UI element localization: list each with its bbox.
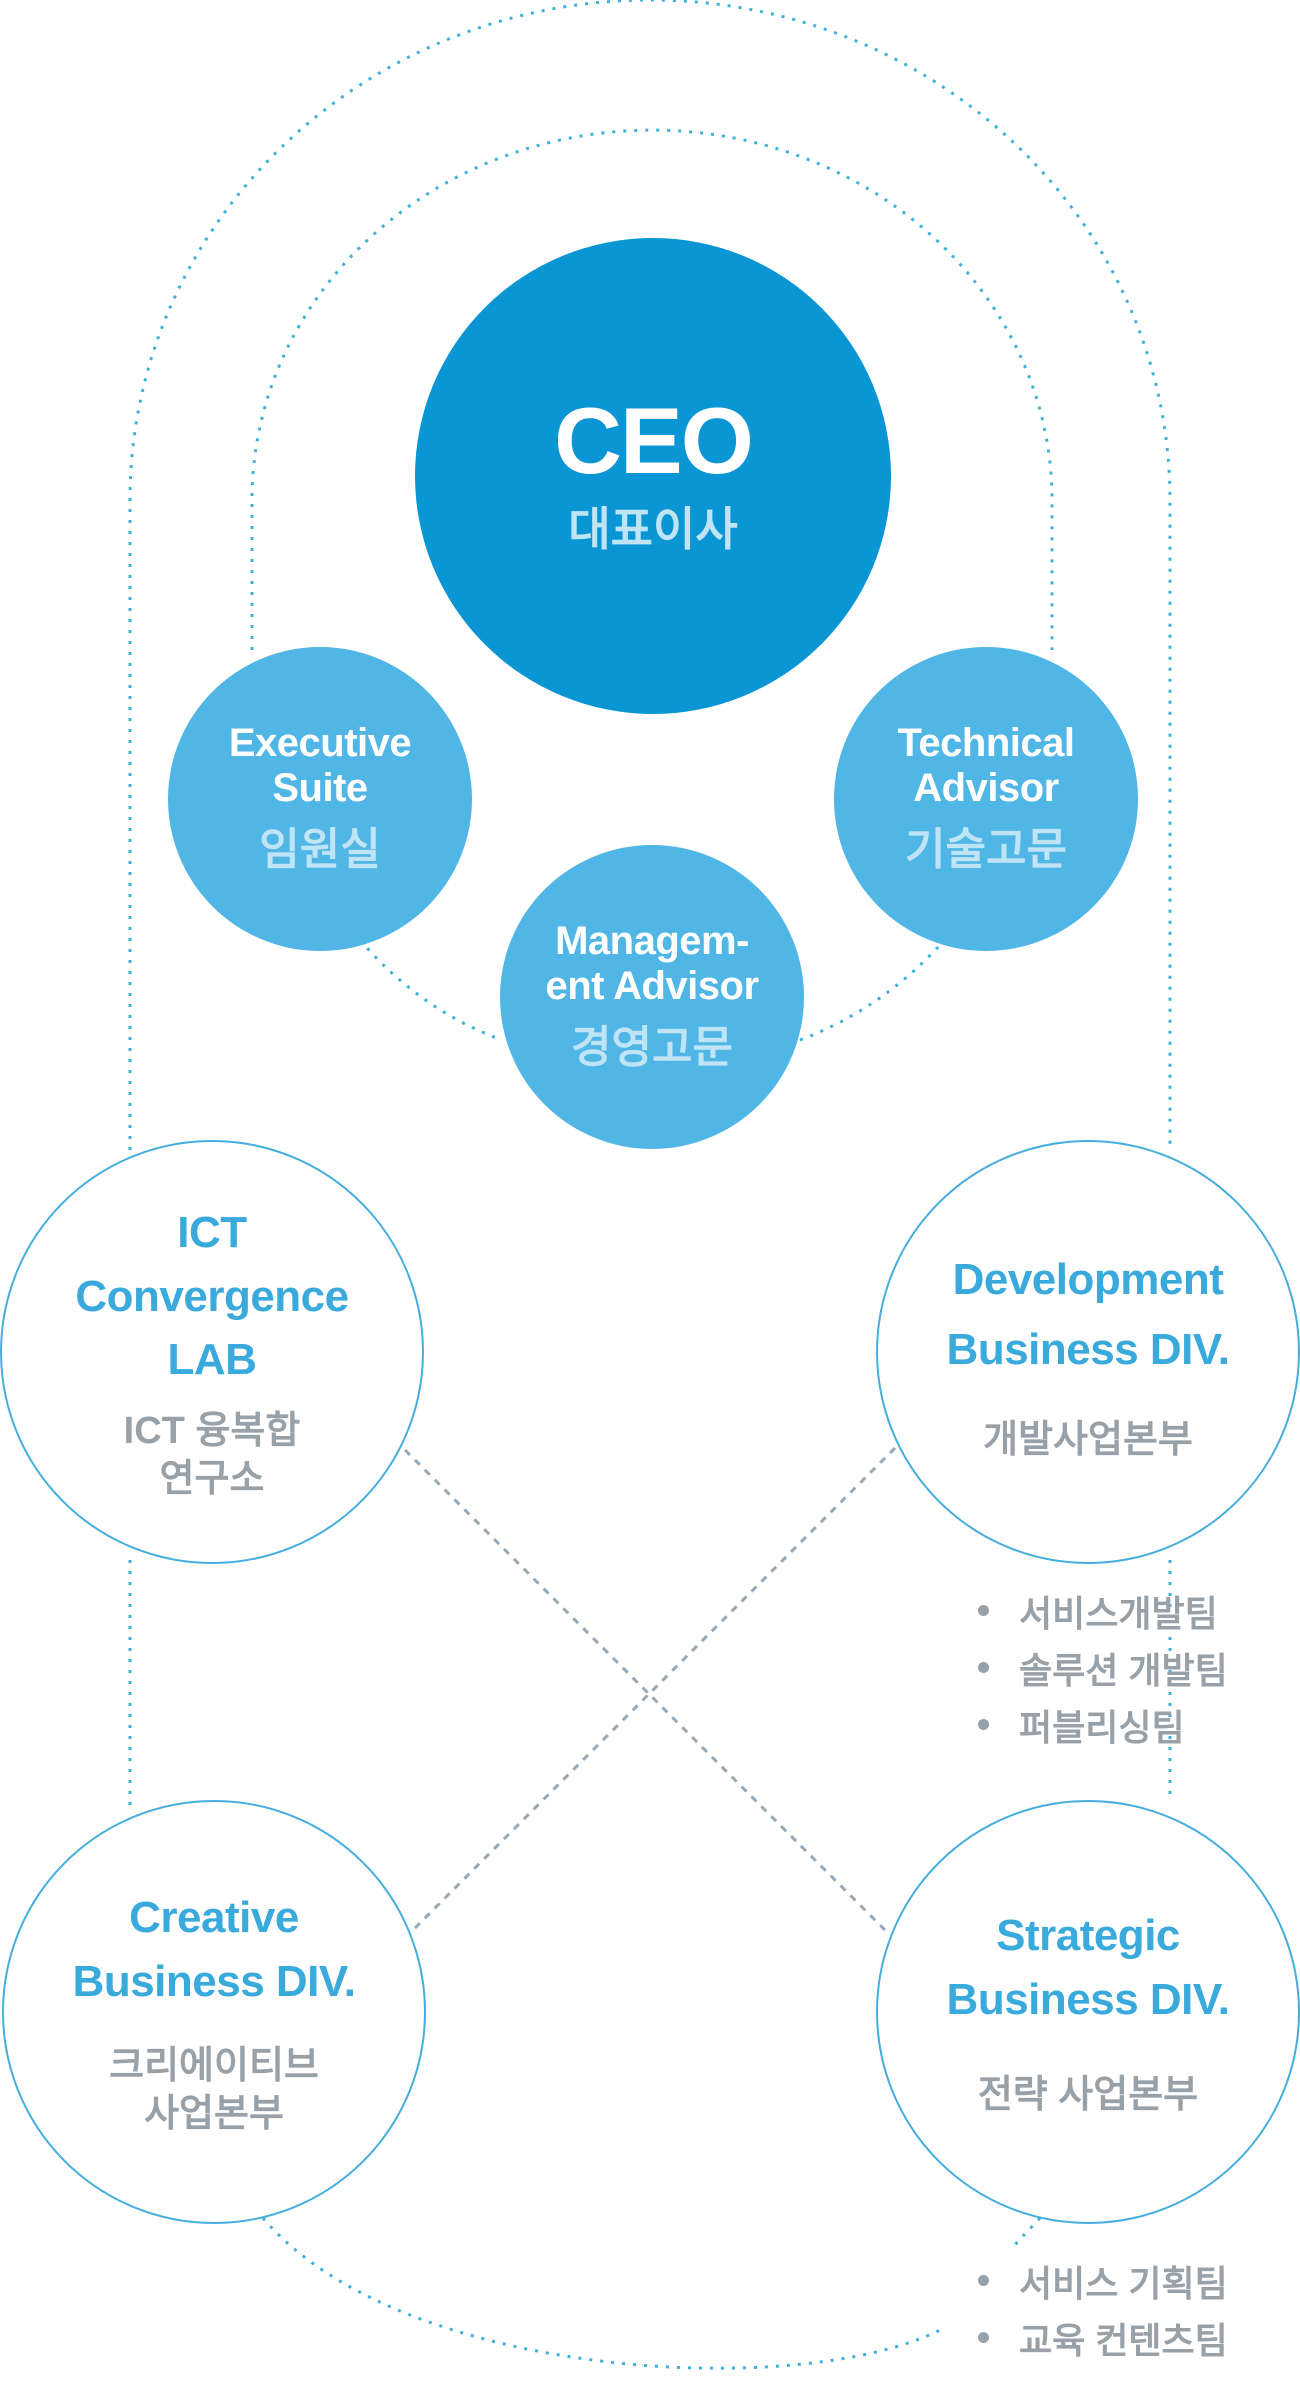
team-label: 퍼블리싱팀 [1019,1706,1185,1748]
creative-div-line1: Creative [129,1892,299,1942]
creative-div-korean-line1: 크리에이티브 [109,2045,319,2088]
executive-suite-korean: 임원실 [259,825,381,875]
technical-advisor-node: Technical Advisor 기술고문 [834,647,1138,951]
strategic-team-list: 서비스 기획팀 교육 컨텐츠팀 [978,2252,1228,2366]
development-team-list: 서비스개발팀 솔루션 개발팀 퍼블리싱팀 [978,1582,1228,1753]
team-label: 교육 컨텐츠팀 [1019,2319,1228,2361]
bullet-icon [978,1719,989,1730]
creative-div-line2: Business DIV. [72,1956,356,2006]
ceo-node: CEO 대표이사 [415,238,891,714]
list-item: 서비스개발팀 [978,1582,1228,1639]
executive-suite-line1: Executive [228,720,412,765]
team-label: 서비스개발팀 [1019,1592,1218,1634]
strategic-div-korean: 전략 사업본부 [977,2074,1199,2117]
ict-convergence-lab-node: ICT Convergence LAB ICT 융복합 연구소 [0,1140,424,1564]
ict-lab-korean-line1: ICT 융복합 [123,1410,301,1453]
technical-advisor-korean: 기술고문 [905,825,1067,875]
outer-loop-bottom-right [1008,2216,1042,2252]
ict-lab-line3: LAB [167,1335,257,1385]
executive-suite-node: Executive Suite 임원실 [168,647,472,951]
list-item: 솔루션 개발팀 [978,1639,1228,1696]
development-div-korean: 개발사업본부 [983,1418,1193,1461]
inner-arc-lower [358,939,503,1042]
creative-business-div-node: Creative Business DIV. 크리에이티브 사업본부 [2,1800,426,2224]
creative-div-korean-line2: 사업본부 [144,2092,284,2135]
list-item: 서비스 기획팀 [978,2252,1228,2309]
bullet-icon [978,2332,989,2343]
ict-lab-korean-line2: 연구소 [159,1457,265,1500]
strategic-div-line1: Strategic [996,1911,1180,1961]
management-advisor-korean: 경영고문 [571,1023,733,1073]
development-business-div-node: Development Business DIV. 개발사업본부 [876,1140,1300,1564]
outer-loop-bottom [261,2217,941,2370]
management-advisor-line2: ent Advisor [545,963,759,1008]
strategic-business-div-node: Strategic Business DIV. 전략 사업본부 [876,1800,1300,2224]
ceo-title: CEO [554,387,754,493]
inner-arc-lower-right [799,943,942,1042]
development-div-line2: Business DIV. [946,1325,1230,1375]
list-item: 교육 컨텐츠팀 [978,2309,1228,2366]
ict-lab-line2: Convergence [75,1271,349,1321]
outer-loop [128,0,1172,1150]
development-div-line1: Development [952,1254,1224,1304]
cross-line-2 [413,1446,897,1930]
technical-advisor-line2: Advisor [913,765,1059,810]
bullet-icon [978,1605,989,1616]
ict-lab-line1: ICT [177,1207,247,1257]
ceo-subtitle: 대표이사 [568,502,738,555]
technical-advisor-line1: Technical [897,720,1075,765]
management-advisor-node: Managem- ent Advisor 경영고문 [500,845,804,1149]
cross-line-1 [403,1448,887,1932]
strategic-div-line2: Business DIV. [946,1975,1230,2025]
management-advisor-line1: Managem- [555,918,749,963]
executive-suite-line2: Suite [272,765,368,810]
bullet-icon [978,2275,989,2286]
team-label: 솔루션 개발팀 [1019,1649,1228,1691]
list-item: 퍼블리싱팀 [978,1696,1228,1753]
team-label: 서비스 기획팀 [1019,2262,1228,2304]
bullet-icon [978,1662,989,1673]
